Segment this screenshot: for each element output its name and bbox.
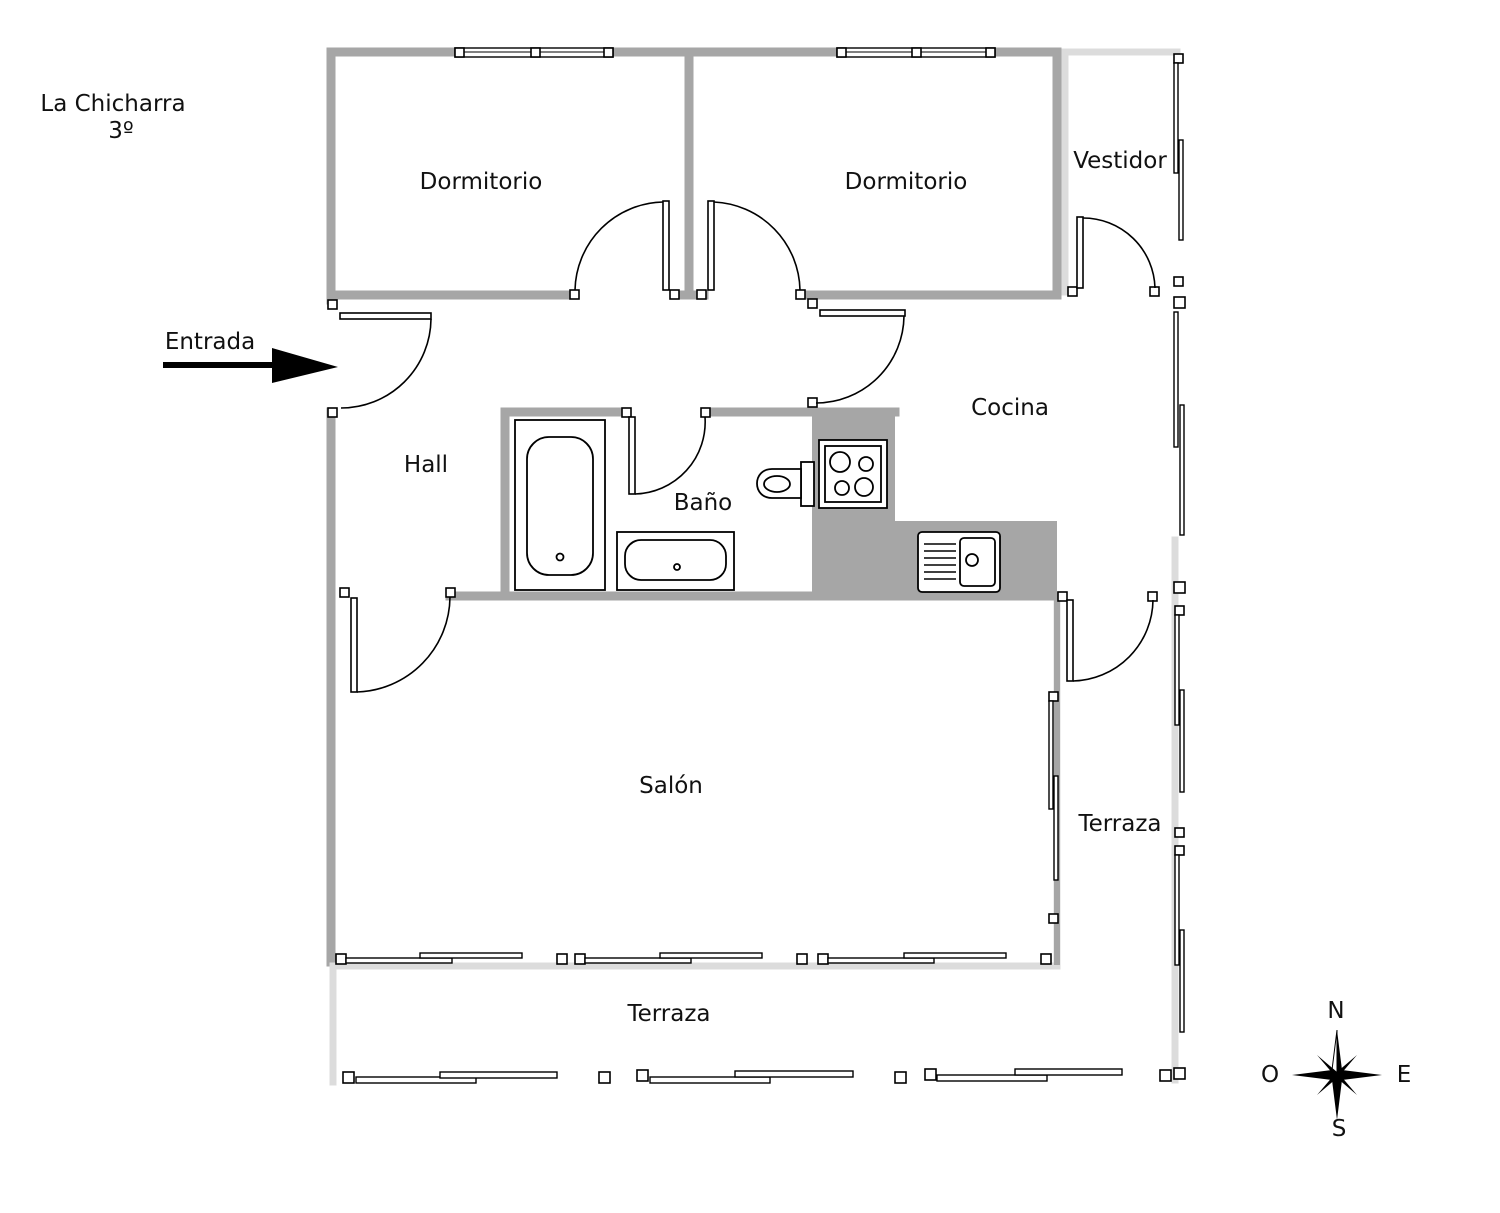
room-label-hall: Hall xyxy=(404,452,448,478)
toilet-tank-icon xyxy=(800,461,815,507)
labels: La Chicharra 3º Entrada Dormitorio Dormi… xyxy=(40,91,1411,1142)
window xyxy=(827,957,935,964)
room-label-terrace-south: Terraza xyxy=(626,1001,710,1027)
window xyxy=(1179,404,1185,536)
room-label-bedroom-1: Dormitorio xyxy=(420,169,543,195)
window xyxy=(345,957,453,964)
window xyxy=(1179,689,1185,793)
windows xyxy=(335,47,1186,1084)
entrance-label: Entrada xyxy=(165,329,255,355)
doors xyxy=(327,200,1160,693)
window xyxy=(1173,311,1179,448)
compass-south-label: S xyxy=(1332,1116,1347,1142)
window xyxy=(1178,139,1184,241)
window xyxy=(936,1074,1048,1082)
dressing-door xyxy=(1067,216,1160,297)
burner-icon xyxy=(834,480,850,496)
burner-icon xyxy=(829,451,851,473)
drainboard-icon xyxy=(924,543,956,580)
kitchen-counter xyxy=(812,408,1057,598)
compass-west-label: O xyxy=(1261,1062,1279,1088)
window xyxy=(1174,854,1180,966)
window xyxy=(1173,62,1179,174)
window xyxy=(1014,1068,1123,1076)
entrance-arrow-icon xyxy=(163,348,338,383)
room-label-bedroom-2: Dormitorio xyxy=(845,169,968,195)
window xyxy=(1048,700,1054,810)
bathroom-wall xyxy=(445,407,1062,601)
bedroom-wall xyxy=(326,47,1062,300)
window xyxy=(659,952,763,959)
compass-rose-icon xyxy=(1292,1029,1382,1120)
window xyxy=(584,957,692,964)
burner-icon xyxy=(854,477,874,497)
window xyxy=(734,1070,854,1078)
window xyxy=(903,952,1007,959)
room-label-living: Salón xyxy=(639,773,703,799)
window xyxy=(355,1076,477,1084)
window xyxy=(649,1076,771,1084)
window xyxy=(439,1071,558,1079)
burner-icon xyxy=(858,456,874,472)
room-label-kitchen: Cocina xyxy=(971,395,1049,421)
bedroom-1-door xyxy=(569,200,680,300)
light-wall xyxy=(329,48,1181,1086)
living-door xyxy=(339,587,456,693)
compass-north-label: N xyxy=(1327,998,1344,1024)
room-label-terrace-east: Terraza xyxy=(1077,811,1161,837)
terrace-door xyxy=(1057,591,1158,682)
bathroom-fixtures xyxy=(514,419,815,591)
entrance-door xyxy=(327,299,432,418)
kitchen-door xyxy=(807,298,906,408)
window xyxy=(1053,775,1059,881)
window xyxy=(1174,614,1180,726)
window xyxy=(419,952,523,959)
room-label-dressing: Vestidor xyxy=(1073,148,1167,174)
bedroom-2-door xyxy=(696,200,806,300)
window xyxy=(1179,929,1185,1033)
floor-number: 3º xyxy=(108,118,133,144)
walls xyxy=(326,47,1181,1086)
bathroom-door xyxy=(621,407,711,495)
room-label-bathroom: Baño xyxy=(674,490,733,516)
plan-title: La Chicharra xyxy=(40,91,185,117)
compass-east-label: E xyxy=(1397,1062,1412,1088)
